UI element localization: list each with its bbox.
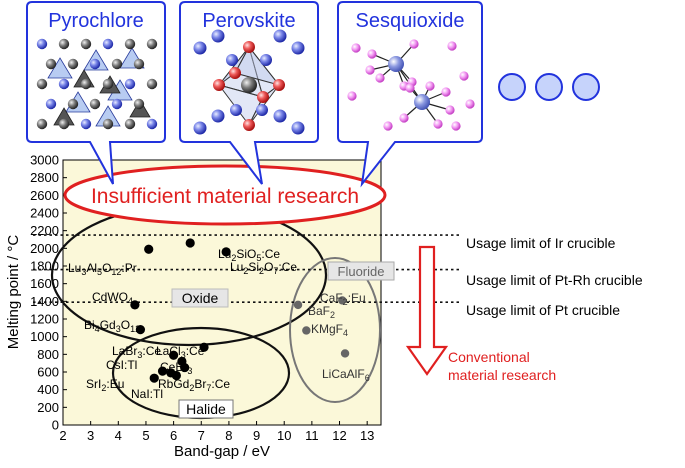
- pyrochlore-structure-image: [36, 38, 158, 130]
- sesquioxide-structure-image: [347, 39, 475, 131]
- x-tick-label: 9: [253, 428, 260, 443]
- x-tick-label: 5: [142, 428, 149, 443]
- y-tick-label: 400: [37, 382, 59, 397]
- conventional-research-arrow: [405, 245, 449, 376]
- banner-text: Insufficient material research: [91, 185, 359, 208]
- oxide-data-point: [185, 238, 195, 248]
- x-axis-ticks: 2 3 4 5 6 7 8 9 10 11 12 13: [59, 421, 374, 443]
- oxide-data-point: [221, 247, 231, 257]
- point-label: Lu2SiO5:Ce: [218, 247, 280, 263]
- y-tick-label: 3000: [30, 153, 59, 168]
- arrow-label-line1: Conventional: [448, 349, 530, 365]
- y-tick-label: 2400: [30, 206, 59, 221]
- point-label: NaI:Tl: [131, 387, 163, 401]
- y-tick-label: 0: [52, 418, 59, 433]
- bubble-perovskite: Perovskite: [179, 1, 319, 185]
- point-label: CaF2:Eu: [320, 291, 366, 307]
- x-axis-title: Band-gap / eV: [174, 443, 270, 460]
- point-label: CeBr3: [160, 360, 192, 376]
- bubble-perovskite-title: Perovskite: [202, 10, 295, 32]
- bubble-pyrochlore-title: Pyrochlore: [48, 10, 144, 32]
- y-tick-label: 2600: [30, 188, 59, 203]
- x-tick-label: 3: [87, 428, 94, 443]
- data-points: [130, 238, 350, 383]
- x-tick-label: 10: [277, 428, 291, 443]
- fluoride-data-point: [338, 296, 347, 305]
- point-labels: Lu3Al5O12:Pr Lu2SiO5:CeLu2Si2O7:CeCdWO4Bi…: [68, 247, 370, 401]
- arrow-label-line2: material research: [448, 367, 556, 383]
- oxide-label-box: Oxide: [171, 288, 229, 308]
- halide-label: Halide: [186, 401, 226, 417]
- more-circle-1: [498, 73, 526, 101]
- halide-label-box: Halide: [178, 399, 234, 419]
- oxide-data-point: [144, 244, 154, 254]
- y-tick-label: 2800: [30, 170, 59, 185]
- fluoride-label: Fluoride: [338, 264, 385, 279]
- y-tick-label: 2200: [30, 223, 59, 238]
- bubble-sesquioxide: Sesquioxide: [337, 1, 483, 188]
- point-label: LaBr3:Ce: [112, 344, 161, 360]
- y-tick-label: 200: [37, 400, 59, 415]
- halide-data-point: [157, 366, 168, 376]
- fluoride-data-point: [340, 349, 350, 358]
- point-label: Lu3Al5O12:Pr: [68, 261, 137, 277]
- y-tick-label: 800: [37, 347, 59, 362]
- y-axis-ticks: 0200400600800100012001400160018002000220…: [30, 153, 67, 433]
- limit-label-pt: Usage limit of Pt crucible: [466, 302, 620, 318]
- limit-label-ir: Usage limit of Ir crucible: [466, 235, 616, 251]
- point-label: BaF2: [308, 304, 335, 320]
- y-tick-label: 2000: [30, 241, 59, 256]
- more-circle-2: [535, 73, 563, 101]
- y-tick-label: 1000: [30, 329, 59, 344]
- halide-data-point: [171, 370, 181, 381]
- point-label: Lu2Si2O7:Ce: [230, 260, 297, 276]
- y-axis-title: Melting point / °C: [5, 235, 22, 350]
- y-tick-label: 1400: [30, 294, 59, 309]
- x-tick-label: 2: [59, 428, 66, 443]
- fluoride-data-point: [293, 300, 303, 310]
- perovskite-structure-image: [193, 29, 305, 135]
- fluoride-data-point: [302, 326, 311, 335]
- x-tick-label: 8: [225, 428, 232, 443]
- oxide-data-point: [135, 325, 146, 335]
- more-circle-3: [572, 73, 600, 101]
- fluoride-label-box: Fluoride: [327, 261, 395, 281]
- halide-data-point: [199, 342, 209, 352]
- x-tick-label: 11: [305, 428, 319, 443]
- x-tick-label: 13: [360, 428, 374, 443]
- point-label: KMgF4: [311, 322, 348, 338]
- oxide-label: Oxide: [182, 290, 219, 306]
- point-label: LiCaAlF6: [322, 367, 370, 383]
- fluoride-group-oval: [289, 257, 381, 403]
- halide-data-point: [169, 350, 179, 360]
- insufficient-research-banner: Insufficient material research: [63, 164, 387, 226]
- oxide-data-point: [130, 300, 140, 310]
- point-label: CdWO4: [92, 290, 133, 306]
- point-label: SrI2:Eu: [86, 377, 124, 393]
- x-tick-label: 7: [198, 428, 205, 443]
- y-tick-label: 600: [37, 365, 59, 380]
- bubble-sesquioxide-title: Sesquioxide: [356, 10, 465, 32]
- halide-data-point: [180, 362, 190, 373]
- x-tick-label: 12: [332, 428, 346, 443]
- x-tick-label: 4: [115, 428, 122, 443]
- point-label: Bi4Gd3O12: [84, 318, 140, 334]
- bubble-pyrochlore: Pyrochlore: [26, 1, 166, 185]
- y-tick-label: 1200: [30, 312, 59, 327]
- halide-data-point: [149, 373, 159, 383]
- x-tick-label: 6: [170, 428, 177, 443]
- limit-label-pt-rh: Usage limit of Pt-Rh crucible: [466, 272, 643, 288]
- point-label: RbGd2Br7:Ce: [158, 377, 230, 393]
- point-label: LaCl3:Ce: [156, 344, 205, 360]
- point-label: CsI:Tl: [106, 358, 137, 372]
